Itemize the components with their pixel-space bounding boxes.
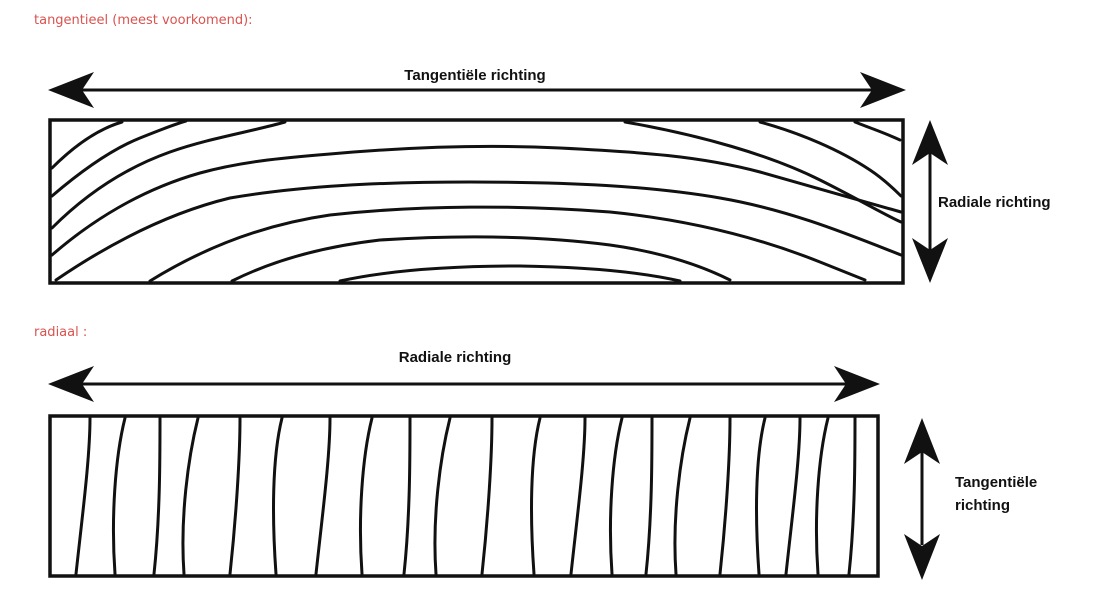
grain-line [530,416,542,576]
grain-line [228,416,242,576]
radial-cut-diagram: Radiale richting Tangentiële richting [48,349,1041,580]
arrow-right-head [834,366,880,402]
grain-line [402,416,412,576]
arrow-down-head [912,238,948,283]
grain-line [569,416,587,576]
horizontal-arrow [48,366,880,402]
grain-line [314,416,332,576]
grain-line [152,416,162,576]
wood-board-tangential [48,118,905,285]
section-caption-radial: radiaal : [34,325,88,340]
arrow-left-head [48,366,94,402]
grain-line [814,416,830,576]
wood-board-radial [48,414,880,578]
grain-line [847,416,857,576]
vertical-label-line-2: richting [955,497,1010,514]
arrow-down-head [904,534,940,580]
horizontal-direction-label: Tangentiële richting [404,67,545,84]
grain-line [755,416,767,576]
grain-line [272,416,284,576]
tangential-cut-diagram: Tangentiële richting Radiale richting [48,67,1051,285]
growth-rings [74,416,857,576]
grain-line [644,416,654,576]
grain-line [784,416,802,576]
grain-line [433,416,452,576]
grain-line [111,416,127,576]
grain-line [480,416,494,576]
section-caption-tangential: tangentieel (meest voorkomend): [34,13,253,28]
arrow-right-head [860,72,906,108]
arrow-left-head [48,72,94,108]
grain-line [74,416,92,576]
grain-line [608,416,624,576]
grain-line [718,416,732,576]
horizontal-arrow [48,72,906,108]
vertical-direction-label: Radiale richting [938,194,1051,211]
arrow-up-head [904,418,940,464]
horizontal-direction-label: Radiale richting [399,349,512,366]
growth-rings [50,119,903,283]
grain-line [358,416,374,576]
arrow-up-head [912,120,948,165]
grain-line [181,416,200,576]
grain-line [673,416,692,576]
vertical-arrow [912,120,948,283]
vertical-direction-label: Tangentiële richting [955,474,1041,514]
vertical-label-line-1: Tangentiële [955,474,1037,491]
vertical-arrow [904,418,940,580]
